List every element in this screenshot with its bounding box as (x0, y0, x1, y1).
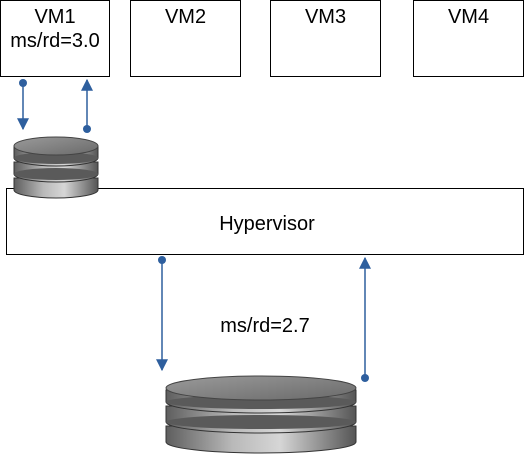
vm-cache-disk-icon (13, 136, 99, 199)
hypervisor-read-request-arrow (156, 256, 168, 372)
vm3-box: VM3 (270, 0, 381, 77)
vm1-read-response-arrow (81, 78, 93, 133)
hypervisor-read-response-arrow (359, 256, 371, 382)
hypervisor-label: Hypervisor (219, 213, 315, 235)
vm1-metric: ms/rd=3.0 (10, 30, 100, 52)
vm3-name: VM3 (304, 6, 347, 28)
vm1-box: VM1 ms/rd=3.0 (0, 0, 110, 77)
host-storage-disk-icon (165, 375, 357, 454)
vm1-read-request-arrow (17, 79, 29, 131)
vm1-name: VM1 (34, 6, 76, 28)
vm2-name: VM2 (164, 6, 207, 28)
vm4-box: VM4 (413, 0, 524, 77)
vm4-name: VM4 (447, 6, 490, 28)
vm2-box: VM2 (130, 0, 241, 77)
host-storage-metric: ms/rd=2.7 (220, 315, 310, 337)
hypervisor-box (6, 188, 524, 255)
